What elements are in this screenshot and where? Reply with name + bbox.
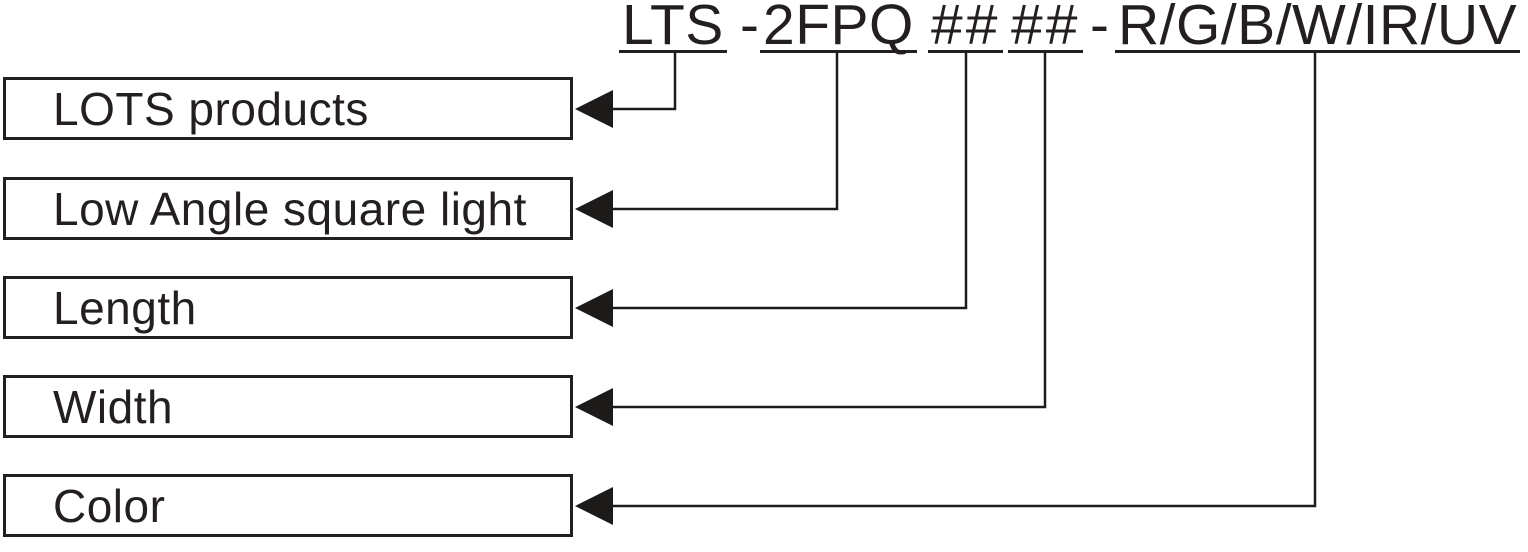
arrowhead-width-icon	[575, 388, 613, 426]
arrowhead-color-icon	[575, 487, 613, 525]
label-box-width: Width	[3, 375, 573, 438]
arrowhead-length-icon	[575, 289, 613, 327]
code-separator-hyphen-1: -	[740, 0, 760, 57]
label-text-lots-products: LOTS products	[53, 82, 369, 135]
label-box-color: Color	[3, 474, 573, 537]
arrowhead-model-icon	[575, 190, 613, 228]
product-code: LTS - 2FPQ ## ## - R/G/B/W/IR/UV	[0, 0, 1528, 60]
code-separator-hyphen-2: -	[1090, 0, 1110, 57]
label-box-length: Length	[3, 276, 573, 339]
code-segment-color-options: R/G/B/W/IR/UV	[1115, 0, 1521, 54]
connector-line-length	[612, 52, 968, 310]
connector-line-width	[612, 52, 1047, 409]
label-text-low-angle-square-light: Low Angle square light	[53, 182, 527, 235]
connector-line-color	[612, 53, 1317, 508]
label-box-lots-products: LOTS products	[3, 77, 573, 140]
code-segment-length-digits: ##	[928, 0, 1004, 54]
connector-line-model	[612, 52, 839, 211]
label-text-width: Width	[53, 380, 174, 433]
code-segment-series: LTS	[619, 0, 727, 54]
code-segment-width-digits: ##	[1008, 0, 1084, 54]
arrowhead-series-icon	[575, 90, 613, 128]
label-text-length: Length	[53, 281, 197, 334]
label-text-color: Color	[53, 479, 166, 532]
label-box-low-angle-square-light: Low Angle square light	[3, 177, 573, 240]
connector-line-series	[612, 52, 677, 111]
code-segment-model: 2FPQ	[760, 0, 917, 54]
